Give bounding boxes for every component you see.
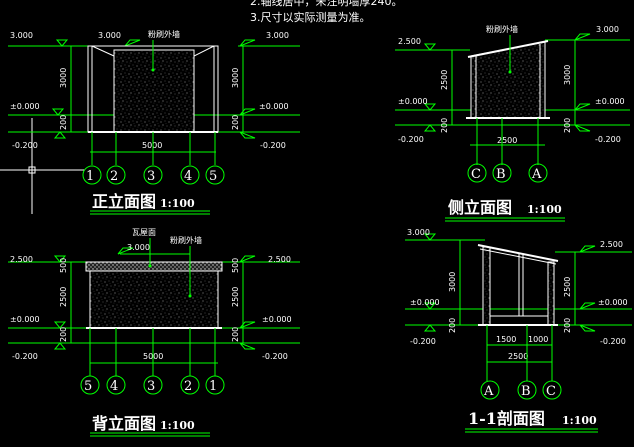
front-axis-5: 5 (209, 169, 217, 184)
side-level-top-right: 3.000 (596, 25, 619, 34)
back-elevation: 3.000 2.500 2.500 ±0.000 ±0.000 -0.200 -… (8, 228, 300, 437)
back-roof-label: 瓦屋面 (132, 228, 156, 237)
note-line-2: 2.轴线居中，未注明墙厚240。 (250, 0, 403, 8)
front-dim-h-left: 3000 (59, 68, 68, 88)
front-dim-b-left: 200 (59, 115, 68, 130)
front-level-neg-left: -0.200 (12, 141, 38, 150)
side-scale: 1:100 (527, 203, 562, 216)
side-level-neg-left: -0.200 (398, 135, 424, 144)
section-dim-b-right: 200 (563, 318, 572, 333)
side-dim-b-left: 200 (440, 118, 449, 133)
front-level-zero-left: ±0.000 (10, 102, 40, 111)
back-level-neg-left: -0.200 (12, 352, 38, 361)
section-dim-h-right: 2500 (563, 277, 572, 297)
side-axis-c: C (471, 167, 481, 182)
section-dim-seg1: 1500 (496, 335, 516, 344)
section-scale: 1:100 (562, 414, 597, 427)
front-level-neg-right: -0.200 (260, 141, 286, 150)
back-scale: 1:100 (160, 419, 195, 432)
front-axis-4: 4 (184, 169, 192, 184)
side-dim-b-right: 200 (563, 118, 572, 133)
side-dim-h-right: 3000 (563, 65, 572, 85)
back-dim-p-right: 500 (231, 258, 240, 273)
section-dim-b-left: 200 (448, 318, 457, 333)
crosshair-cursor-icon (0, 118, 85, 214)
side-axis-b: B (496, 167, 506, 182)
section-axis-b: B (521, 384, 531, 399)
section-axis-a: A (483, 384, 494, 399)
section-axis-c: C (546, 384, 556, 399)
front-axis-1: 1 (86, 169, 94, 184)
side-level-top-left: 2.500 (398, 37, 421, 46)
note-line-3: 3.尺寸以实际测量为准。 (250, 10, 371, 24)
section-1-1: 3.000 2.500 ±0.000 ±0.000 -0.200 -0.200 … (405, 228, 632, 433)
section-dim-width: 2500 (508, 352, 528, 361)
front-dim-h-right: 3000 (231, 68, 240, 88)
back-level-top-mid: 3.000 (127, 243, 150, 252)
side-wall-label: 粉刷外墙 (486, 24, 518, 34)
front-elevation: 3.000 3.000 3.000 ±0.000 ±0.000 -0.200 -… (8, 29, 300, 215)
side-dim-width: 2500 (497, 136, 517, 145)
back-dim-h-right: 2500 (231, 287, 240, 307)
side-elevation: 2.500 3.000 ±0.000 ±0.000 -0.200 -0.200 … (395, 24, 630, 222)
back-axis-3: 3 (147, 379, 155, 394)
front-level-top-left: 3.000 (10, 31, 33, 40)
back-dim-h-left: 2500 (59, 287, 68, 307)
front-level-zero-right: ±0.000 (259, 102, 289, 111)
side-level-zero-right: ±0.000 (595, 97, 625, 106)
side-level-neg-right: -0.200 (595, 135, 621, 144)
section-title: 1-1剖面图 (468, 409, 545, 428)
section-level-top-left: 3.000 (407, 228, 430, 237)
front-scale: 1:100 (160, 197, 195, 210)
section-level-zero-left: ±0.000 (410, 298, 440, 307)
back-level-zero-left: ±0.000 (10, 315, 40, 324)
side-axis-a: A (531, 167, 542, 182)
side-title: 侧立面图 (448, 198, 512, 217)
front-axis-3: 3 (147, 169, 155, 184)
front-level-top-mid: 3.000 (98, 31, 121, 40)
front-dim-b-right: 200 (231, 115, 240, 130)
section-level-top-right: 2.500 (600, 240, 623, 249)
back-axis-4: 4 (110, 379, 118, 394)
front-title: 正立面图 (92, 192, 156, 211)
back-axis-1: 1 (209, 379, 217, 394)
back-level-neg-right: -0.200 (262, 352, 288, 361)
back-dim-p-left: 500 (59, 258, 68, 273)
side-level-zero-left: ±0.000 (398, 97, 428, 106)
section-dim-seg2: 1000 (528, 335, 548, 344)
back-dim-b-right: 200 (231, 327, 240, 342)
back-title: 背立面图 (92, 414, 156, 433)
back-wall-label: 粉刷外墙 (170, 235, 202, 245)
back-level-top-left: 2.500 (10, 255, 33, 264)
front-level-top-right: 3.000 (266, 31, 289, 40)
back-level-zero-right: ±0.000 (262, 315, 292, 324)
back-axis-2: 2 (184, 379, 192, 394)
side-dim-h-left: 2500 (440, 70, 449, 90)
section-level-zero-right: ±0.000 (598, 298, 628, 307)
back-dim-b-left: 200 (59, 327, 68, 342)
front-dim-width: 5000 (142, 141, 162, 150)
front-wall-label: 粉刷外墙 (148, 29, 180, 39)
front-axis-2: 2 (110, 169, 118, 184)
section-level-neg-right: -0.200 (600, 337, 626, 346)
section-level-neg-left: -0.200 (410, 337, 436, 346)
back-level-top-right: 2.500 (268, 255, 291, 264)
section-dim-h-left: 3000 (448, 272, 457, 292)
back-axis-5: 5 (84, 379, 92, 394)
